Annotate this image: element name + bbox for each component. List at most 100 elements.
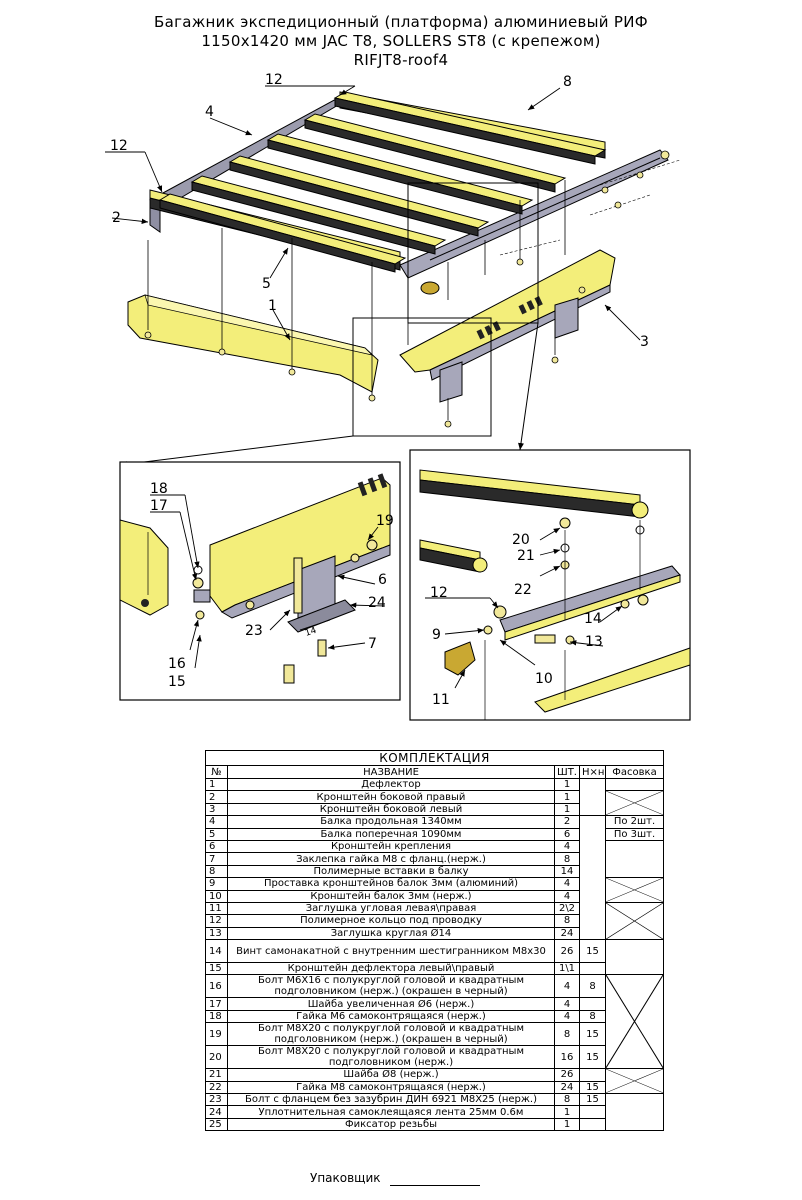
header-qty: ШТ. xyxy=(554,765,580,779)
row-length: 15 xyxy=(579,1045,606,1070)
row-qty: 2\2 xyxy=(554,901,580,916)
row-name: Кронштейн дефлектора левый\правый xyxy=(227,962,555,976)
row-length: 8 xyxy=(579,1009,606,1024)
row-length: 15 xyxy=(579,1080,606,1095)
row-no: 12 xyxy=(205,914,228,928)
row-name: Кронштейн балок 3мм (нерж.) xyxy=(227,889,555,903)
dimension-14: 14 xyxy=(304,626,318,639)
row-no: 3 xyxy=(205,802,228,817)
row-name: Проставка кронштейнов балок 3мм (алюмини… xyxy=(227,877,555,891)
title-line-3: RIFJT8-roof4 xyxy=(353,51,449,69)
row-length xyxy=(579,962,606,976)
row-qty: 6 xyxy=(554,827,580,841)
row-no: 9 xyxy=(205,877,228,891)
row-qty: 8 xyxy=(554,1093,580,1107)
callout-3: 3 xyxy=(640,334,649,350)
row-name: Гайка М8 самоконтрящаяся (нерж.) xyxy=(227,1080,555,1095)
detail-view-right xyxy=(409,449,691,721)
header-name: НАЗВАНИЕ xyxy=(227,765,555,779)
spec-caption: КОМПЛЕКТАЦИЯ xyxy=(204,750,665,766)
row-no: 5 xyxy=(205,827,228,841)
row-qty: 1 xyxy=(554,1117,580,1132)
platform-assembly xyxy=(119,91,681,468)
row-no: 11 xyxy=(205,901,228,916)
row-qty: 26 xyxy=(554,939,580,964)
row-no: 21 xyxy=(205,1068,228,1082)
row-qty: 14 xyxy=(554,864,580,879)
row-name: Кронштейн боковой левый xyxy=(227,802,555,817)
row-no: 16 xyxy=(205,974,228,999)
row-length: 15 xyxy=(579,939,606,964)
row-name: Болт с фланцем без зазубрин ДИН 6921 М8Х… xyxy=(227,1093,555,1107)
cross-cell xyxy=(604,790,665,817)
row-no: 4 xyxy=(205,815,228,829)
row-name: Гайка М6 самоконтрящаяся (нерж.) xyxy=(227,1009,555,1024)
cross-cell xyxy=(604,877,665,903)
row-name: Дефлектор xyxy=(227,777,555,792)
row-qty: 1 xyxy=(554,790,580,804)
row-qty: 4 xyxy=(554,974,580,999)
callout-7: 7 xyxy=(368,636,377,652)
row-name: Заклепка гайка М8 с фланц.(нерж.) xyxy=(227,852,555,866)
row-no: 13 xyxy=(205,926,228,941)
row-length xyxy=(579,1105,606,1119)
row-name: Болт М8Х20 с полукруглой головой и квадр… xyxy=(227,1045,555,1070)
cross-cell xyxy=(604,901,665,941)
row-no: 14 xyxy=(205,939,228,964)
callout-24: 24 xyxy=(368,595,386,611)
row-length: 8 xyxy=(579,974,606,999)
assembly-drawing: 12 4 8 12 2 5 1 3 18 17 16 15 19 6 24 7 … xyxy=(105,72,691,721)
row-qty: 4 xyxy=(554,997,580,1011)
callout-6: 6 xyxy=(378,572,387,588)
row-name: Болт М8Х20 с полукруглой головой и квадр… xyxy=(227,1022,555,1047)
row-qty: 4 xyxy=(554,889,580,903)
row-no: 1 xyxy=(205,777,228,792)
row-no: 22 xyxy=(205,1080,228,1095)
row-no: 24 xyxy=(205,1105,228,1119)
row-name: Полимерное кольцо под проводку xyxy=(227,914,555,928)
row-qty: 16 xyxy=(554,1045,580,1070)
callout-9: 9 xyxy=(432,627,441,643)
callout-20: 20 xyxy=(512,532,530,548)
header-length: Н×н xyxy=(579,765,606,779)
callout-19: 19 xyxy=(376,513,394,529)
packer-signature-line xyxy=(390,1185,480,1186)
callout-10: 10 xyxy=(535,671,553,687)
callout-12-detail: 12 xyxy=(430,585,448,601)
row-length: 15 xyxy=(579,1022,606,1047)
row-qty: 24 xyxy=(554,926,580,941)
header-no: № xyxy=(205,765,228,779)
row-length xyxy=(579,997,606,1011)
callout-4: 4 xyxy=(205,104,214,120)
detail-view-left xyxy=(119,461,401,701)
row-qty: 24 xyxy=(554,1080,580,1095)
row-name: Винт самонакатной с внутренним шестигран… xyxy=(227,939,555,964)
cross-cell xyxy=(604,974,665,1070)
row-name: Уплотнительная самоклеящаяся лента 25мм … xyxy=(227,1105,555,1119)
row-name: Кронштейн боковой правый xyxy=(227,790,555,804)
row-pack xyxy=(604,777,665,792)
row-pack: По 3шт. xyxy=(604,827,665,841)
callout-8: 8 xyxy=(563,74,572,90)
row-length-empty xyxy=(579,815,606,941)
row-no: 15 xyxy=(205,962,228,976)
row-no: 20 xyxy=(205,1045,228,1070)
row-pack: По 2шт. xyxy=(604,815,665,829)
